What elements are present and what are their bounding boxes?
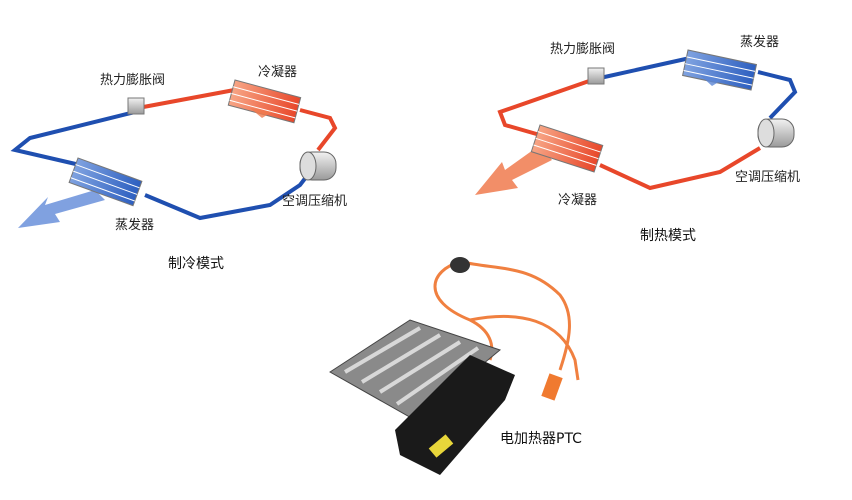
compressor (757, 118, 795, 148)
cold-arrow (18, 190, 105, 228)
expansion-valve-label: 热力膨胀阀 (100, 73, 165, 88)
connector (541, 373, 563, 401)
heating-mode-diagram: 热力膨胀阀 蒸发器 空调压缩机 冷凝器 制热模式 (475, 34, 800, 244)
evaporator-label: 蒸发器 (115, 217, 154, 233)
cooling-mode-diagram: 热力膨胀阀 冷凝器 空调压缩机 蒸发器 制冷模式 (10, 64, 347, 272)
hot-pipe (137, 86, 338, 152)
cooling-mode-title: 制冷模式 (168, 256, 224, 272)
compressor (299, 151, 337, 181)
condenser-unit (227, 79, 302, 124)
ptc-heater: 电加热器PTC (329, 257, 582, 475)
grommet (450, 257, 470, 273)
heater-housing (395, 355, 515, 475)
heating-mode-title: 制热模式 (640, 228, 696, 244)
hot-pipe (497, 78, 762, 191)
expansion-valve (587, 67, 605, 85)
evaporator-unit (68, 157, 143, 207)
compressor-label: 空调压缩机 (735, 169, 800, 185)
warning-label (428, 434, 454, 458)
condenser-label: 冷凝器 (258, 64, 297, 80)
evaporator-label: 蒸发器 (740, 34, 779, 50)
cold-pipe (599, 56, 798, 120)
cool-air-arrow (700, 75, 722, 86)
expansion-valve-label: 热力膨胀阀 (550, 42, 615, 57)
condenser-label: 冷凝器 (558, 192, 597, 208)
warm-air-arrow (250, 108, 272, 118)
cold-pipe (10, 110, 312, 221)
evaporator-unit (682, 49, 758, 91)
condenser-unit (530, 124, 604, 173)
heater-fins (343, 326, 480, 406)
hot-arrow (475, 145, 552, 195)
compressor-label: 空调压缩机 (282, 193, 347, 209)
ptc-wiring (433, 260, 580, 381)
ptc-label: 电加热器PTC (500, 431, 582, 447)
expansion-valve (127, 97, 145, 115)
